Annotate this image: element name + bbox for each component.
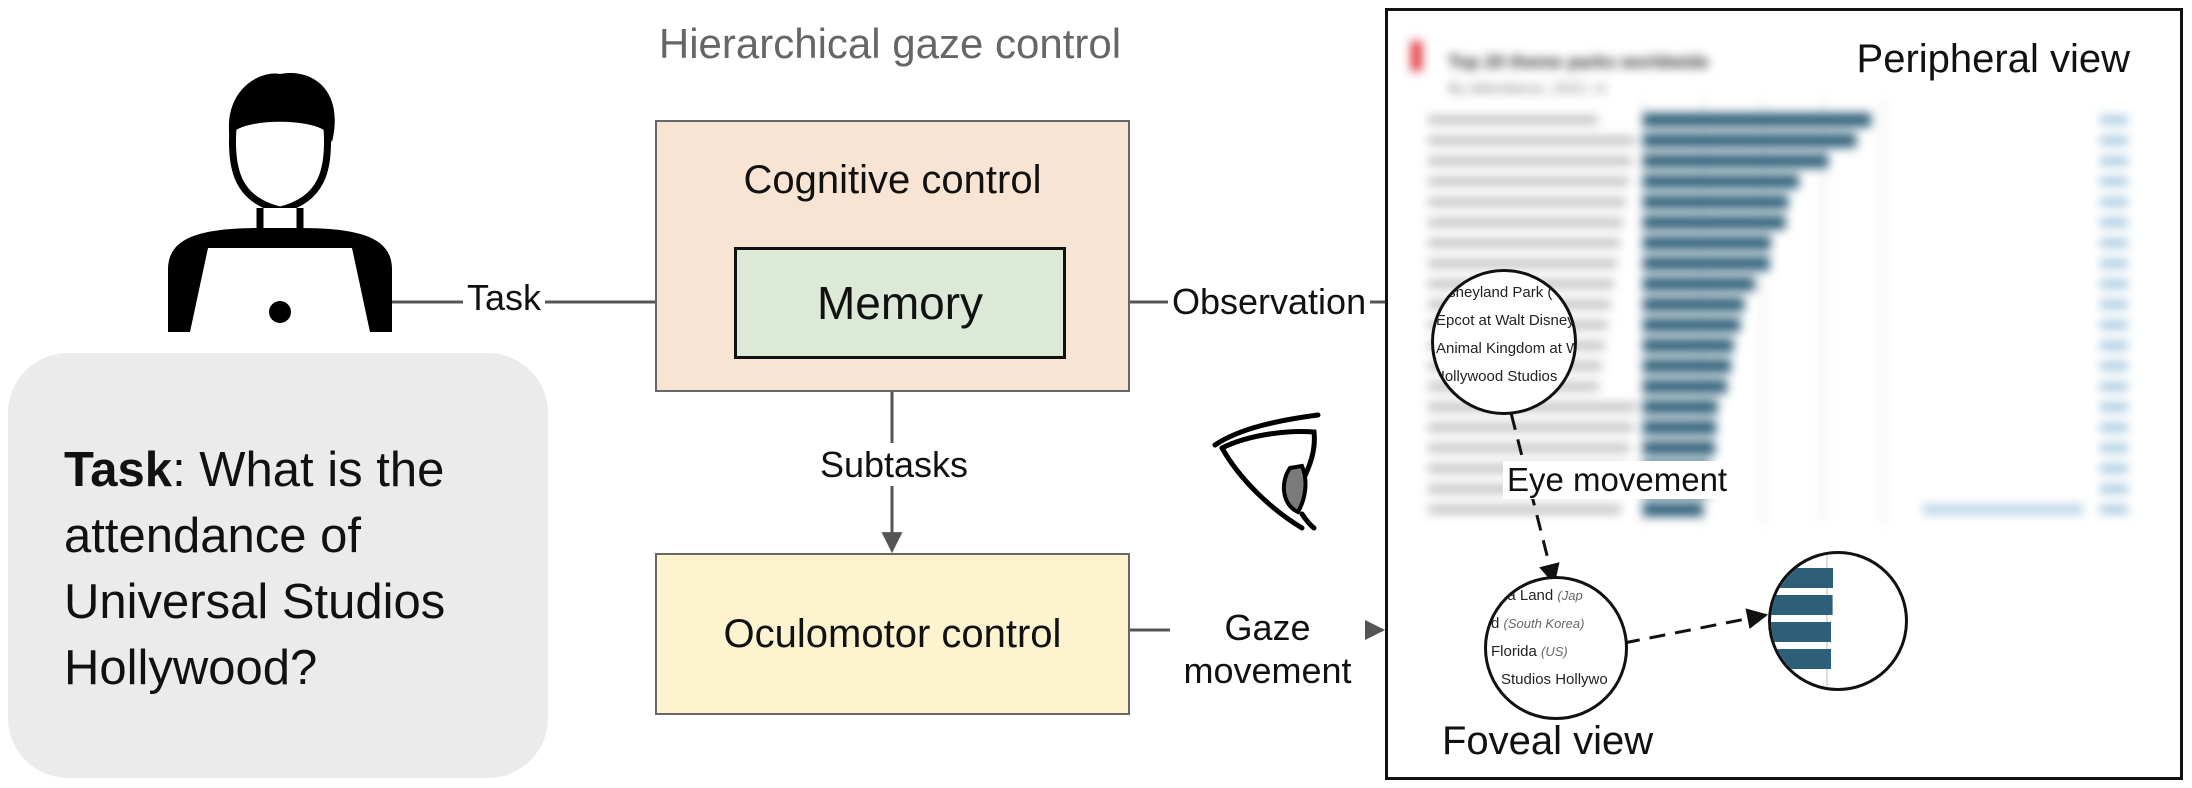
foveal-circle-bars <box>1768 551 1908 691</box>
chart-value-label <box>2100 280 2128 288</box>
chart-accent-bar <box>1411 41 1422 71</box>
chart-value-label <box>2100 259 2128 268</box>
chart-category-label <box>1428 218 1623 227</box>
chart-category-label <box>1428 259 1617 268</box>
chart-category-label <box>1428 444 1630 452</box>
chart-bar <box>1643 379 1727 394</box>
chart-bar <box>1643 502 1703 517</box>
circle1-item-1: Disneyland Park ( <box>1434 284 1553 301</box>
task-edge-label: Task <box>463 276 546 320</box>
circle2-line2: d (South Korea) <box>1491 615 1585 632</box>
chart-bar <box>1643 133 1857 148</box>
chart-value-label <box>2100 239 2128 247</box>
chart-category-label <box>1428 198 1626 206</box>
peripheral-view-label: Peripheral view <box>1856 37 2130 82</box>
chart-bar <box>1643 400 1718 414</box>
gaze-movement-edge-label: Gaze movement <box>1170 606 1365 693</box>
foveal-circle-labels-top: Disneyland Park ( Epcot at Walt Disney A… <box>1431 269 1577 415</box>
chart-bar <box>1643 174 1799 189</box>
foveal-view-label: Foveal view <box>1442 719 1654 764</box>
chart-value-label <box>2100 423 2128 432</box>
chart-bar <box>1643 297 1745 312</box>
eye-movement-arrows <box>1503 388 1769 645</box>
gaze-label-line1: Gaze <box>1224 607 1311 648</box>
chart-category-label <box>1428 423 1633 432</box>
chart-bar <box>1643 256 1770 271</box>
task-text: : What is the attendance of Universal St… <box>64 443 446 695</box>
chart-value-label <box>2100 157 2128 165</box>
chart-value-label <box>2100 198 2128 206</box>
chart-value-label <box>2100 444 2128 452</box>
oculomotor-control-label: Oculomotor control <box>723 611 1062 656</box>
memory-label: Memory <box>816 277 984 329</box>
chart-category-label <box>1428 157 1632 165</box>
eye-icon <box>1212 412 1321 531</box>
chart-subtitle: By attendance, 2022, m <box>1448 80 1606 97</box>
task-card: Task: What is the attendance of Universa… <box>8 353 548 778</box>
circle2-line1: pa Land (Jap <box>1499 587 1583 604</box>
chart-bar <box>1643 441 1715 455</box>
chart-value-label <box>2100 321 2128 329</box>
magnified-bar <box>1771 595 1833 615</box>
chart-category-label <box>1428 177 1629 186</box>
chart-value-label <box>2100 362 2128 370</box>
chart-category-label <box>1428 505 1621 514</box>
chart-value-label <box>2100 403 2128 411</box>
chart-title: Top 20 theme parks worldwide <box>1448 52 1709 72</box>
chart-bar <box>1643 359 1731 373</box>
diagram-title: Hierarchical gaze control <box>658 20 1122 67</box>
chart-bar <box>1643 236 1771 250</box>
chart-value-label <box>2100 382 2128 391</box>
observation-edge-label: Observation <box>1168 280 1371 324</box>
chart-bar <box>1643 195 1789 209</box>
oculomotor-control-box: Oculomotor control <box>655 553 1130 715</box>
cognitive-control-label: Cognitive control <box>743 158 1042 202</box>
user-icon <box>168 72 392 332</box>
gaze-label-line2: movement <box>1183 650 1352 692</box>
chart-value-label <box>2100 341 2128 350</box>
chart-value-label <box>2100 505 2128 514</box>
circle-bars <box>1771 554 1833 688</box>
magnified-bar <box>1771 649 1831 669</box>
circle2-line4: Studios Hollywo <box>1501 671 1608 688</box>
chart-bar <box>1643 215 1786 230</box>
chart-value-label <box>2100 300 2128 309</box>
chart-bar <box>1643 420 1717 435</box>
circle2-line3: Florida (US) <box>1491 643 1568 660</box>
subtasks-edge-label: Subtasks <box>806 443 982 487</box>
chart-value-label <box>2100 136 2128 145</box>
chart-value-label <box>2100 464 2128 473</box>
chart-category-label <box>1428 116 1598 124</box>
chart-value-label <box>2100 177 2128 186</box>
task-question: Task: What is the attendance of Universa… <box>64 437 534 701</box>
circle1-item-4: Hollywood Studios <box>1434 368 1558 385</box>
screen-panel: Top 20 theme parks worldwide By attendan… <box>1385 8 2183 780</box>
chart-bar <box>1643 318 1741 332</box>
eye-movement-label: Eye movement <box>1503 461 1732 499</box>
chart-value-label <box>2100 485 2128 493</box>
foveal-circle-labels-bottom: pa Land (Jap d (South Korea) Florida (US… <box>1484 576 1628 720</box>
magnified-bar <box>1771 622 1831 642</box>
task-prefix: Task <box>64 443 173 497</box>
chart-bar <box>1643 113 1871 127</box>
circle1-item-3: Animal Kingdom at W <box>1436 340 1577 357</box>
memory-box: Memory <box>734 247 1066 359</box>
chart-category-label <box>1428 136 1635 145</box>
chart-category-label <box>1428 239 1620 247</box>
chart-value-label <box>2100 116 2128 124</box>
chart-legend <box>1923 504 2083 515</box>
chart-bar <box>1643 154 1829 168</box>
chart-bar <box>1643 338 1734 353</box>
chart-value-label <box>2100 218 2128 227</box>
circle1-item-2: Epcot at Walt Disney <box>1436 312 1575 329</box>
chart-bar <box>1643 277 1755 291</box>
